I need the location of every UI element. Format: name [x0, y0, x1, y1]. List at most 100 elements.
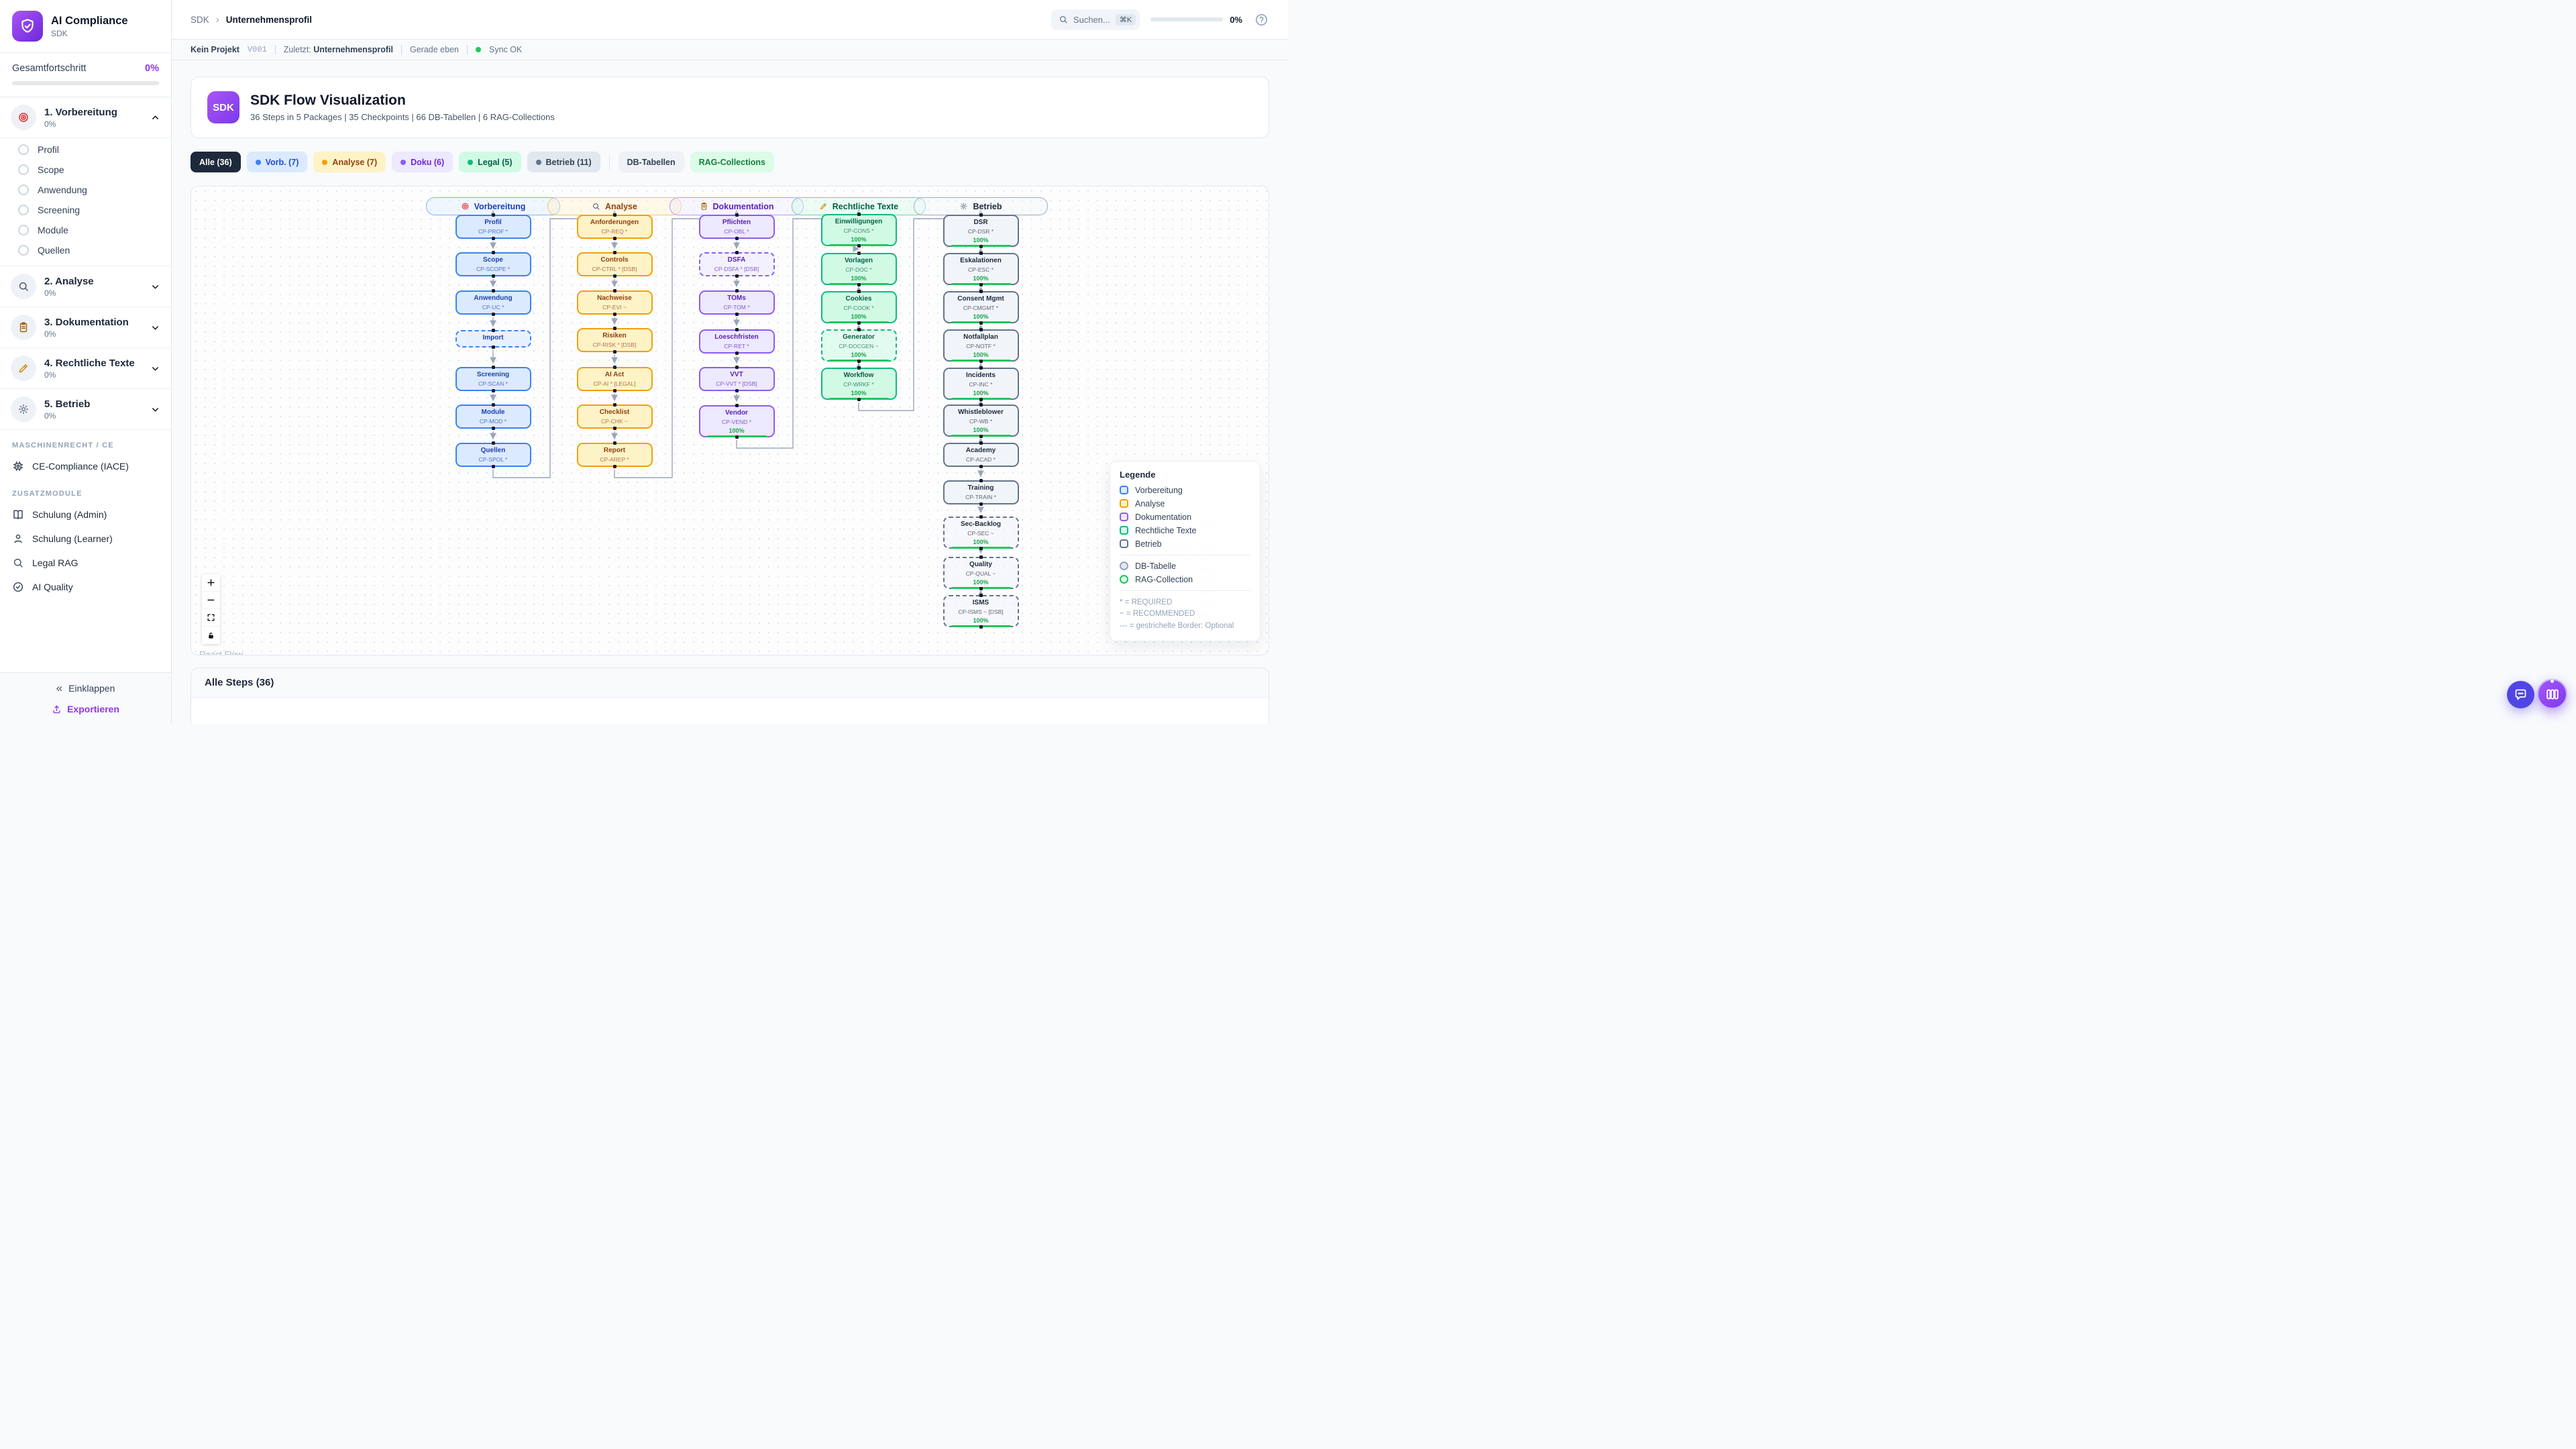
phase-item-4[interactable]: 4. Rechtliche Texte 0% [0, 348, 171, 389]
target-icon [461, 202, 470, 211]
last-step-label: Zuletzt: [283, 45, 311, 54]
lock-button[interactable] [202, 627, 220, 644]
reactflow-attribution[interactable]: React Flow [199, 649, 244, 655]
filter-rag-collections[interactable]: RAG-Collections [690, 152, 774, 172]
app-brand: AI Compliance SDK [0, 0, 171, 53]
sidebar-item-module[interactable]: Module [0, 220, 171, 240]
filter-db-tabellen[interactable]: DB-Tabellen [618, 152, 684, 172]
sidebar-item-scope[interactable]: Scope [0, 160, 171, 180]
fit-view-button[interactable] [202, 609, 220, 627]
node-code: CP-NOTF * [966, 342, 996, 350]
filter-alle-36-[interactable]: Alle (36) [191, 152, 241, 172]
column-header-analyse[interactable]: Analyse [547, 197, 682, 215]
phase-item-1[interactable]: 1. Vorbereitung 0% [0, 97, 171, 138]
export-button[interactable]: Exportieren [52, 704, 119, 714]
sidebar-item-anwendung[interactable]: Anwendung [0, 180, 171, 200]
filter-betrieb-11-[interactable]: Betrieb (11) [527, 152, 600, 172]
panels-button[interactable] [2537, 679, 2567, 709]
column-title: Rechtliche Texte [832, 201, 899, 211]
filter-label: Doku (6) [411, 157, 445, 167]
sidebar-item-schulung-admin-[interactable]: Schulung (Admin) [0, 502, 171, 527]
status-circle-icon [18, 225, 29, 235]
node-title: Incidents [966, 372, 996, 379]
node-progress-bar [951, 625, 1011, 627]
legend-item-purple: Dokumentation [1120, 513, 1250, 522]
node-title: AI Act [604, 371, 625, 378]
status-circle-icon [18, 245, 29, 256]
filter-analyse-7-[interactable]: Analyse (7) [313, 152, 386, 172]
column-header-betrieb[interactable]: Betrieb [914, 197, 1048, 215]
node-code: CP-EVI ~ [602, 303, 627, 311]
sidebar-item-ai-quality[interactable]: AI Quality [0, 575, 171, 599]
help-button[interactable] [1253, 11, 1269, 28]
collapse-sidebar-button[interactable]: « Einklappen [56, 682, 115, 695]
sidebar-item-legal-rag[interactable]: Legal RAG [0, 551, 171, 575]
filter-doku-6-[interactable]: Doku (6) [392, 152, 453, 172]
phase-item-2[interactable]: 2. Analyse 0% [0, 266, 171, 307]
steps-panel: Alle Steps (36) [191, 667, 1269, 724]
sidebar-item-screening[interactable]: Screening [0, 200, 171, 220]
column-header-dokumentation[interactable]: Dokumentation [669, 197, 804, 215]
breadcrumb-root[interactable]: SDK [191, 14, 209, 25]
page-subtitle: 36 Steps in 5 Packages | 35 Checkpoints … [250, 112, 555, 122]
sidebar-item-profil[interactable]: Profil [0, 140, 171, 160]
search-input[interactable]: Suchen... ⌘K [1051, 9, 1140, 30]
zoom-out-button[interactable] [202, 592, 220, 609]
phase-label: 5. Betrieb [44, 398, 91, 410]
column-header-vorbereitung[interactable]: Vorbereitung [426, 197, 560, 215]
flow-node-import[interactable]: Import [455, 329, 531, 349]
filter-vorb-7-[interactable]: Vorb. (7) [246, 152, 308, 172]
node-code: CP-OBL * [724, 227, 749, 235]
sidebar-item-schulung-learner-[interactable]: Schulung (Learner) [0, 527, 171, 551]
phase-item-5[interactable]: 5. Betrieb 0% [0, 389, 171, 430]
sidebar-item-quellen[interactable]: Quellen [0, 240, 171, 260]
column-header-rechtliche-texte[interactable]: Rechtliche Texte [792, 197, 926, 215]
sidebar-item-ce-compliance-iace-[interactable]: CE-Compliance (IACE) [0, 454, 171, 478]
node-code: CP-CMGMT * [963, 304, 999, 311]
filter-legal-5-[interactable]: Legal (5) [459, 152, 521, 172]
search-icon [12, 557, 24, 569]
node-title: Consent Mgmt [957, 295, 1004, 303]
legend-swatch-icon [1120, 526, 1128, 535]
phase-item-3[interactable]: 3. Dokumentation 0% [0, 307, 171, 348]
zoom-in-button[interactable] [202, 574, 220, 592]
chat-button[interactable] [2507, 681, 2534, 708]
